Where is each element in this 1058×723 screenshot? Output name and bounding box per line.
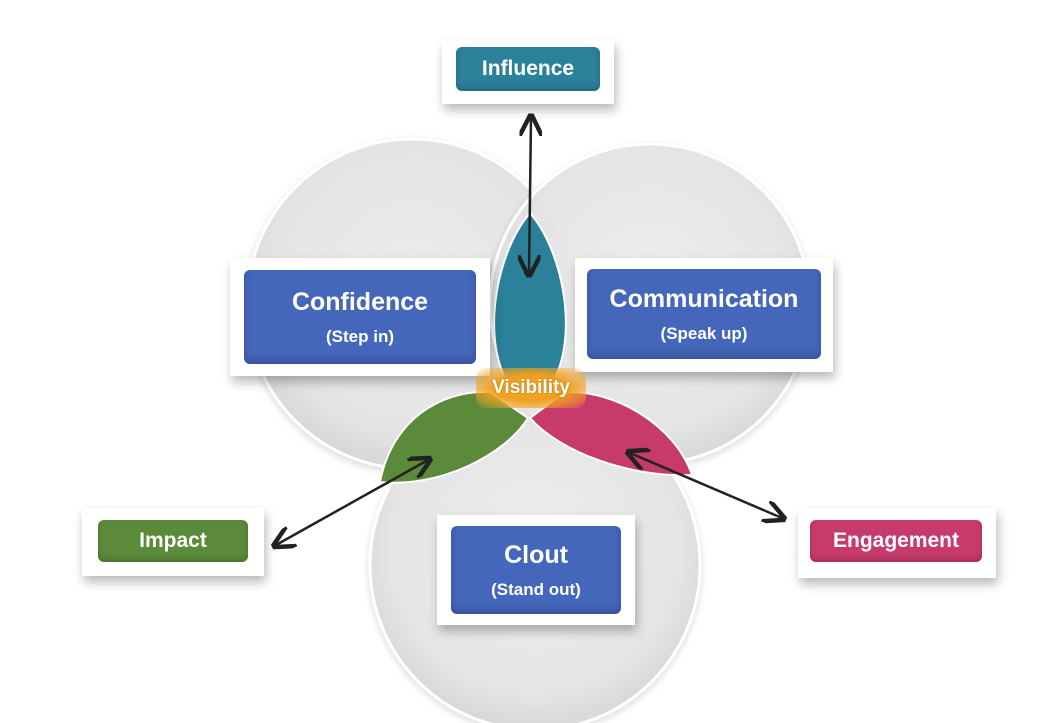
clout-title: Clout: [504, 540, 568, 569]
clout-card: Clout (Stand out): [437, 515, 635, 625]
confidence-title: Confidence: [291, 287, 429, 316]
visibility-label: Visibility: [476, 368, 586, 408]
communication-title: Communication: [609, 284, 799, 313]
arrow-influence: [529, 118, 531, 273]
influence-label: Influence: [456, 47, 600, 91]
impact-card: Impact: [82, 508, 264, 576]
clout-subtitle: (Stand out): [491, 579, 581, 599]
engagement-label: Engagement: [810, 520, 982, 562]
influence-card: Influence: [442, 40, 614, 104]
confidence-card: Confidence (Step in): [230, 258, 490, 376]
clout-box: Clout (Stand out): [451, 526, 621, 614]
communication-card: Communication (Speak up): [575, 258, 833, 372]
impact-label: Impact: [98, 520, 248, 562]
confidence-subtitle: (Step in): [326, 326, 394, 346]
engagement-card: Engagement: [798, 508, 996, 578]
communication-subtitle: (Speak up): [660, 323, 748, 343]
arrow-engagement: [630, 453, 782, 518]
communication-box: Communication (Speak up): [587, 269, 821, 359]
confidence-box: Confidence (Step in): [244, 270, 476, 364]
arrow-impact: [276, 460, 428, 545]
